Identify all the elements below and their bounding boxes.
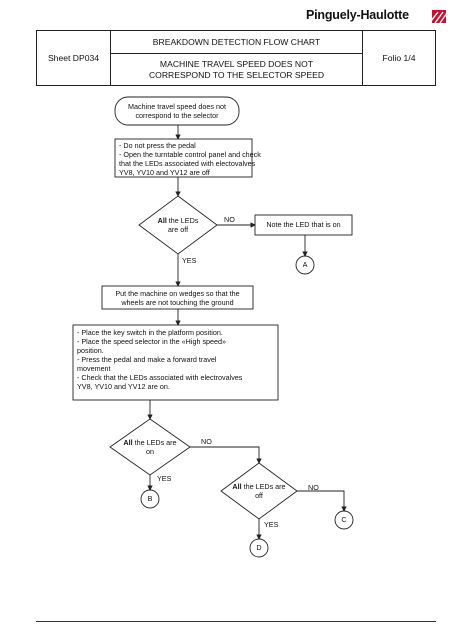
decision2-bold: All: [123, 438, 133, 447]
start-text: Machine travel speed does not correspond…: [115, 102, 239, 120]
chart-title: BREAKDOWN DETECTION FLOW CHART: [111, 31, 363, 54]
decision2-yes-label: YES: [157, 474, 172, 483]
step2-line-1: Put the machine on wedges so that the: [115, 289, 240, 298]
step2-text: Put the machine on wedges so that the wh…: [102, 289, 253, 307]
connector-c-label: C: [341, 515, 347, 524]
connector-d-label: D: [256, 543, 262, 552]
folio-label: Folio 1/4: [382, 53, 416, 63]
step1-line-1: - Do not press the pedal: [119, 141, 196, 150]
folio-number: Folio 1/4: [363, 31, 435, 85]
decision2-no-label: NO: [201, 437, 212, 446]
note1-text: Note the LED that is on: [266, 220, 341, 229]
step3-line-1: - Place the key switch in the platform p…: [77, 328, 223, 337]
sheet-label: Sheet DP034: [47, 53, 100, 63]
brand-name: Pinguely-Haulotte: [306, 8, 409, 22]
decision1-no-label: NO: [224, 215, 235, 224]
start-line-2: correspond to the selector: [135, 111, 219, 120]
decision2-rest: the LEDs are: [132, 438, 177, 447]
step3-line-6: - Check that the LEDs associated with el…: [77, 373, 243, 382]
footer-divider: [36, 621, 436, 622]
decision1-rest: the LEDs: [166, 216, 199, 225]
decision1-yes-label: YES: [182, 256, 197, 265]
step3-line-4: - Press the pedal and make a forward tra…: [77, 355, 217, 364]
start-line-1: Machine travel speed does not: [128, 102, 226, 111]
step3-line-5: movement: [77, 364, 111, 373]
step3-line-3: position.: [77, 346, 104, 355]
step3-line-2: - Place the speed selector in the «High …: [77, 337, 227, 346]
brand-stripes-icon: [432, 10, 446, 23]
header-table: Sheet DP034 BREAKDOWN DETECTION FLOW CHA…: [36, 30, 436, 86]
step1-box: [114, 138, 253, 178]
connector-a-label: A: [302, 260, 308, 269]
start-terminal: [114, 96, 240, 126]
brand-logo: Pinguely-Haulotte: [306, 8, 448, 26]
step3-line-7: YV8, YV10 and YV12 are on.: [77, 382, 170, 391]
chart-title-text: BREAKDOWN DETECTION FLOW CHART: [152, 37, 321, 47]
step3-text: - Place the key switch in the platform p…: [77, 328, 242, 391]
decision1-text: All the LEDs are off: [139, 216, 217, 234]
decision3-bold: All: [232, 482, 242, 491]
step1-line-3: that the LEDs associated with electovalv…: [119, 159, 256, 168]
edge-decision2-decision3: [190, 446, 262, 464]
decision2-text: All the LEDs are on: [110, 438, 190, 456]
decision2-line-2: on: [146, 447, 154, 456]
step1-line-2: - Open the turntable control panel and c…: [119, 150, 261, 159]
chart-subtitle: MACHINE TRAVEL SPEED DOES NOT CORRESPOND…: [111, 54, 363, 85]
connector-b-label: B: [147, 494, 153, 503]
decision1-bold: All: [157, 216, 167, 225]
step1-text: - Do not press the pedal - Open the turn…: [119, 141, 261, 177]
sheet-number: Sheet DP034: [37, 31, 111, 85]
decision3-rest: the LEDs are: [241, 482, 286, 491]
subtitle-line-1: MACHINE TRAVEL SPEED DOES NOT: [159, 58, 314, 69]
decision3-no-label: NO: [308, 483, 319, 492]
step3-box: [72, 324, 279, 401]
decision3-text: All the LEDs are off: [221, 482, 297, 500]
step2-line-2: wheels are not touching the ground: [121, 298, 234, 307]
decision3-yes-label: YES: [264, 520, 279, 529]
decision3-line-2: off: [255, 491, 263, 500]
decision1-line-2: are off: [167, 225, 189, 234]
edge-decision3-c: [297, 490, 347, 512]
step1-line-4: YV8, YV10 and YV12 are off: [119, 168, 210, 177]
subtitle-line-2: CORRESPOND TO THE SELECTOR SPEED: [148, 69, 325, 80]
